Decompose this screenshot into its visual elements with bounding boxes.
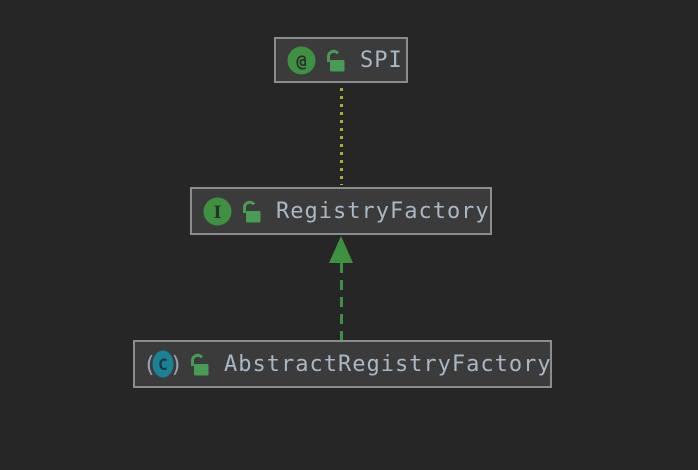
node-label: RegistryFactory — [276, 198, 490, 224]
uml-node-abstractregistryfactory[interactable]: ( C ) AbstractRegistryFactory — [133, 340, 552, 388]
svg-text:I: I — [214, 203, 222, 223]
svg-text:): ) — [172, 353, 180, 378]
interface-icon: I — [203, 197, 232, 225]
svg-text:@: @ — [296, 52, 306, 72]
realization-arrowhead-icon[interactable] — [329, 236, 353, 263]
public-unlocked-icon — [326, 49, 345, 71]
uml-node-registryfactory[interactable]: I RegistryFactory — [190, 187, 492, 235]
public-unlocked-icon — [190, 353, 209, 375]
node-label: AbstractRegistryFactory — [224, 351, 552, 377]
svg-text:C: C — [158, 355, 168, 374]
annotation-icon: @ — [287, 46, 316, 74]
abstract-class-icon: ( C ) — [146, 350, 180, 378]
svg-text:(: ( — [146, 353, 154, 378]
public-unlocked-icon — [242, 200, 261, 222]
edge-annotation-dependency[interactable] — [340, 88, 343, 185]
uml-node-spi[interactable]: @ SPI — [274, 37, 408, 83]
node-label: SPI — [360, 47, 403, 73]
edge-realization[interactable] — [340, 263, 343, 340]
